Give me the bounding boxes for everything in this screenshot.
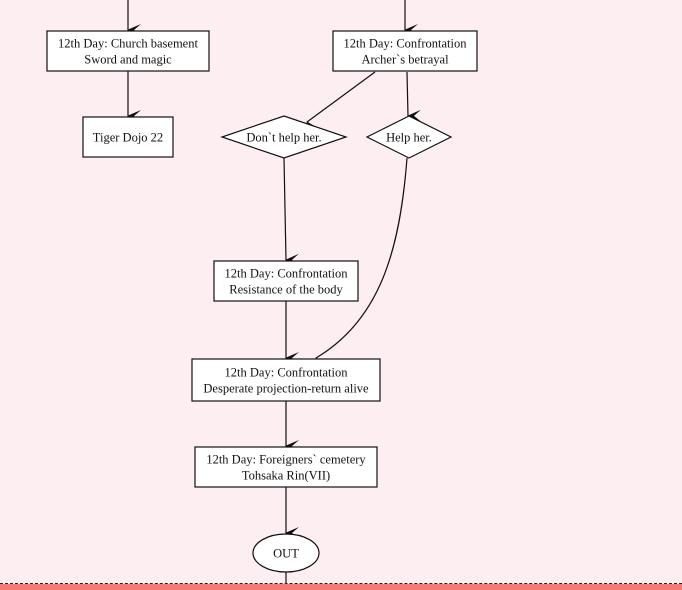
node-label-line: Help her. xyxy=(386,131,432,145)
node-label-line: Resistance of the body xyxy=(229,283,343,297)
edge-archer-to-help xyxy=(406,71,422,122)
node-label-line: 12th Day: Confrontation xyxy=(225,267,349,281)
box-shape xyxy=(213,260,359,302)
box-shape xyxy=(194,446,378,488)
node-label-line: 12th Day: Confrontation xyxy=(344,37,468,51)
edge-donthelp-to-resistance xyxy=(283,157,300,266)
edge-help-to-desperate xyxy=(315,157,408,373)
node-dont-help[interactable]: Don`t help her. xyxy=(220,115,348,159)
node-tiger[interactable]: Tiger Dojo 22 xyxy=(82,116,174,158)
node-label-line: Tohsaka Rin(VII) xyxy=(242,469,330,483)
node-label-line: OUT xyxy=(273,547,299,561)
diamond-shape xyxy=(365,115,453,159)
section-divider-dashed xyxy=(0,583,682,584)
node-label-line: 12th Day: Confrontation xyxy=(225,366,349,380)
section-bottom-band xyxy=(0,584,682,590)
box-shape xyxy=(332,30,478,72)
node-help[interactable]: Help her. xyxy=(365,115,453,159)
node-label-line: Don`t help her. xyxy=(246,131,321,145)
node-label-line: Tiger Dojo 22 xyxy=(93,131,163,145)
diamond-shape xyxy=(220,115,348,159)
edge-archer-to-donthelp xyxy=(306,71,376,137)
node-label-line: 12th Day: Church basement xyxy=(58,37,198,51)
node-out[interactable]: OUT xyxy=(252,533,320,573)
edges-layer xyxy=(127,0,422,590)
box-shape xyxy=(191,358,381,402)
node-label-line: Archer`s betrayal xyxy=(361,53,449,67)
ellipse-shape xyxy=(252,533,320,573)
box-shape xyxy=(82,116,174,158)
node-label-line: Desperate projection-return alive xyxy=(203,382,369,396)
node-label-line: Sword and magic xyxy=(84,53,172,67)
box-shape xyxy=(46,30,210,72)
node-label-line: 12th Day: Foreigners` cemetery xyxy=(206,453,366,467)
